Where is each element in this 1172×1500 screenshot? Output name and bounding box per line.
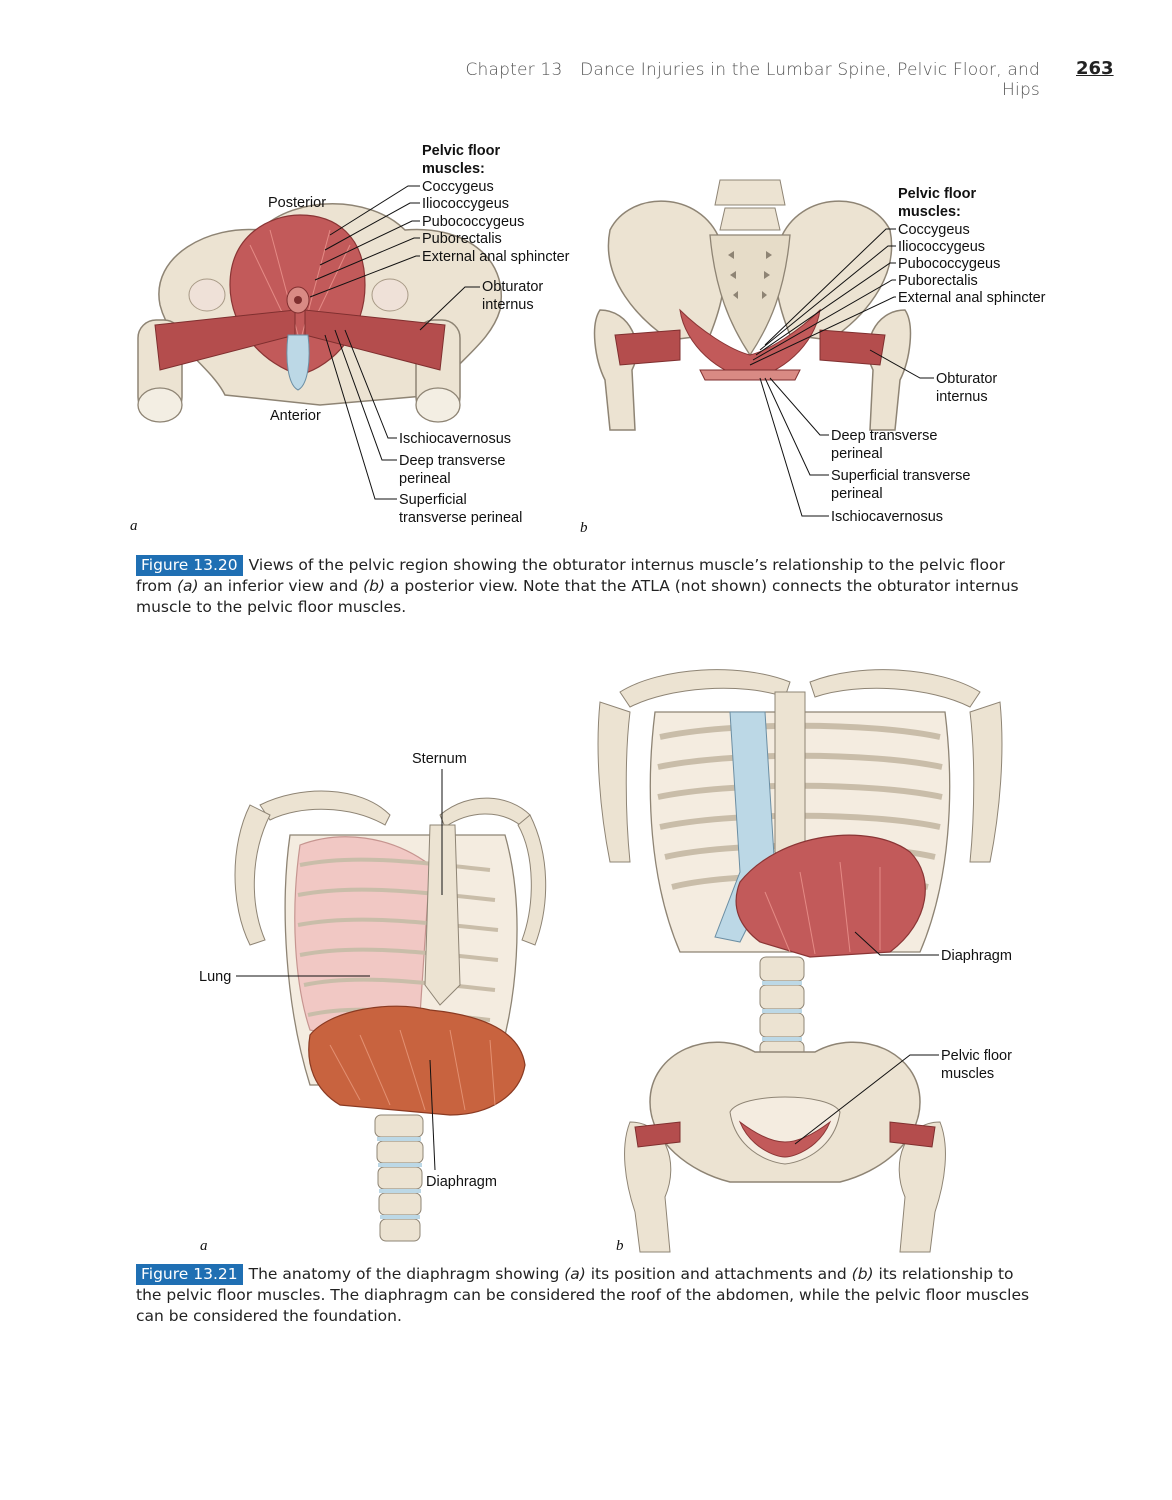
label-deep-perineal: perineal [399, 471, 451, 487]
pelvis-illustration-inferior [137, 203, 502, 423]
label-internus-b: internus [936, 389, 988, 405]
label-muscles-title-b: muscles: [898, 204, 961, 220]
figure-13-21-panel-a: a Sternum Lung Diaphragm [199, 751, 547, 1254]
label-puborectalis: Puborectalis [422, 231, 502, 247]
label-superficial-transverse-b: Superficial transverse [831, 468, 970, 484]
label-superficial-transverse: transverse perineal [399, 510, 522, 526]
label-obturator-b: Obturator [936, 371, 997, 387]
label-obturator: Obturator [482, 279, 543, 295]
label-sternum: Sternum [412, 751, 467, 767]
label-iliococcygeus: Iliococcygeus [422, 196, 509, 212]
leader-lines-21a [236, 769, 443, 1171]
pelvis-illustration-posterior [593, 179, 912, 431]
label-anterior: Anterior [270, 408, 321, 424]
label-iliococcygeus-b: Iliococcygeus [898, 239, 985, 255]
figure-13-20-panel-a: a Posterior Anterior Pelvic floor muscle… [130, 143, 570, 534]
thorax-illustration [234, 790, 547, 1242]
label-pubococcygeus-b: Pubococcygeus [898, 256, 1000, 272]
label-ischiocavernosus-b: Ischiocavernosus [831, 509, 943, 525]
label-coccygeus: Coccygeus [422, 179, 494, 195]
label-pubococcygeus: Pubococcygeus [422, 214, 524, 230]
label-pelvic-floor-title-b: Pelvic floor [898, 186, 977, 202]
leader-lines-b [749, 228, 934, 517]
label-pelvic-muscles: muscles [941, 1066, 994, 1082]
label-ischiocavernosus: Ischiocavernosus [399, 431, 511, 447]
panel-letter-a-21: a [200, 1238, 208, 1254]
label-deep-transverse-b: Deep transverse [831, 428, 937, 444]
figure-tag-13-21: Figure 13.21 [136, 1264, 243, 1285]
running-header: Chapter 13 Dance Injuries in the Lumbar … [440, 60, 1040, 100]
label-internus: internus [482, 297, 534, 313]
label-coccygeus-b: Coccygeus [898, 222, 970, 238]
chapter-title: Dance Injuries in the Lumbar Spine, Pelv… [580, 60, 1040, 100]
label-deep-perineal-b: perineal [831, 446, 883, 462]
panel-letter-a: a [130, 518, 138, 534]
figure-13-21-panel-b: b Diaphragm Pelvic floor muscles [597, 669, 1012, 1254]
label-posterior: Posterior [268, 195, 326, 211]
label-deep-transverse: Deep transverse [399, 453, 505, 469]
label-external-anal-sphincter-b: External anal sphincter [898, 290, 1046, 306]
label-pelvic-floor-title: Pelvic floor [422, 143, 501, 159]
panel-letter-b: b [580, 520, 588, 536]
figure-tag-13-20: Figure 13.20 [136, 555, 243, 576]
leader-lines-a [309, 185, 480, 500]
label-lung: Lung [199, 969, 231, 985]
label-external-anal-sphincter: External anal sphincter [422, 249, 570, 265]
label-superficial: Superficial [399, 492, 467, 508]
label-diaphragm-a: Diaphragm [426, 1174, 497, 1190]
chapter-number: Chapter 13 [465, 60, 563, 80]
label-superficial-perineal-b: perineal [831, 486, 883, 502]
label-muscles-title: muscles: [422, 161, 485, 177]
label-pelvic-floor: Pelvic floor [941, 1048, 1012, 1064]
label-puborectalis-b: Puborectalis [898, 273, 978, 289]
leader-lines-21b [794, 931, 939, 1145]
label-diaphragm-b: Diaphragm [941, 948, 1012, 964]
page-number: 263 [1076, 58, 1114, 79]
skeleton-illustration [597, 669, 1003, 1253]
figure-13-20-panel-b: b Pelvic floor muscles: Coccygeus Ilioco… [580, 179, 1046, 536]
panel-letter-b-21: b [616, 1238, 624, 1254]
